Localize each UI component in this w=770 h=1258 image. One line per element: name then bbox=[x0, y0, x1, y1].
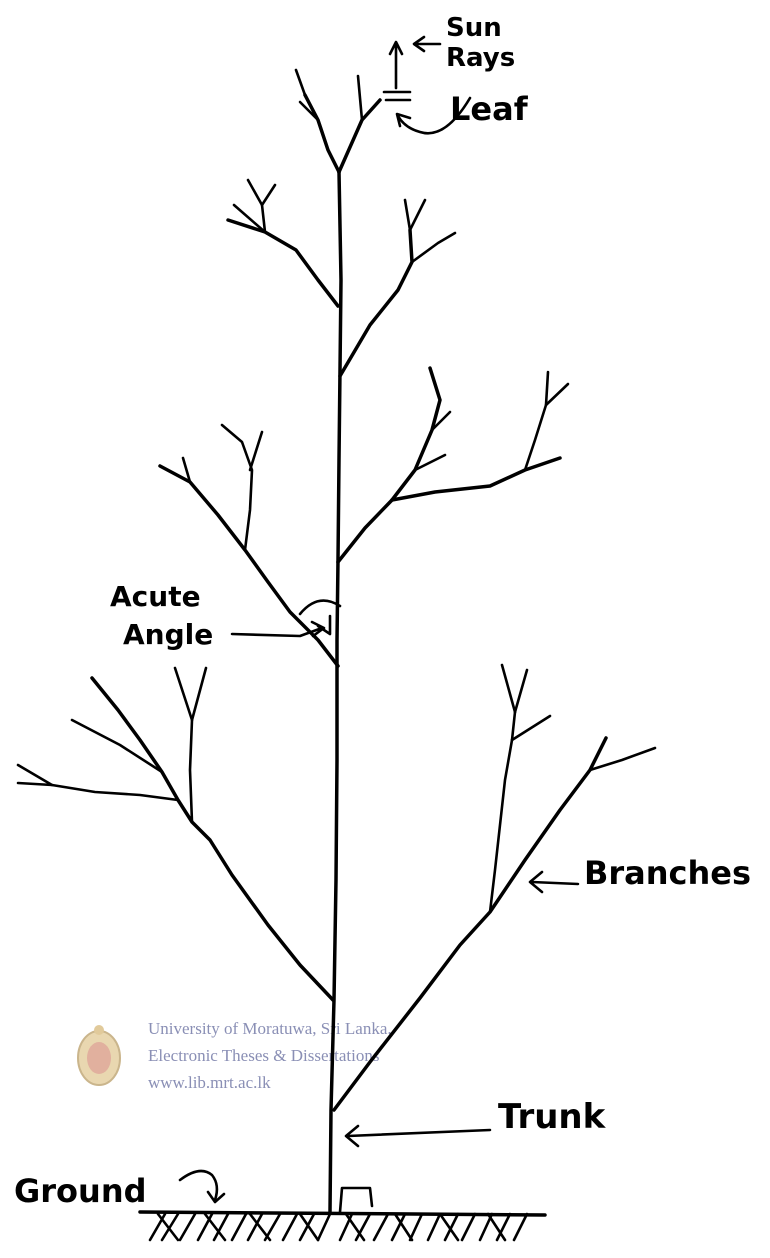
trunk-arrow-icon bbox=[346, 1126, 490, 1146]
watermark: University of Moratuwa, Sri Lanka. Elect… bbox=[78, 1019, 392, 1092]
sun-rays-label-line-1: Sun bbox=[446, 13, 502, 43]
sun-rays-arrow-icon bbox=[390, 42, 402, 88]
ground bbox=[140, 1188, 545, 1240]
lower-left-branches bbox=[18, 668, 333, 1000]
watermark-line-1: University of Moratuwa, Sri Lanka. bbox=[148, 1019, 392, 1038]
acute-angle-label-line-2: Angle bbox=[123, 618, 213, 651]
ground-arrow-icon bbox=[180, 1171, 224, 1202]
middle-branches bbox=[160, 368, 568, 666]
top-crown bbox=[296, 70, 380, 172]
branches-label: Branches bbox=[584, 854, 751, 892]
watermark-line-2: Electronic Theses & Dissertations bbox=[148, 1046, 380, 1065]
ground-label: Ground bbox=[14, 1172, 147, 1210]
leaf-label: Leaf bbox=[450, 90, 529, 128]
branches-arrow-icon bbox=[530, 872, 578, 892]
trunk-label: Trunk bbox=[498, 1097, 607, 1137]
watermark-line-3: www.lib.mrt.ac.lk bbox=[148, 1073, 271, 1092]
sun-rays-pointer-arrow-icon bbox=[414, 37, 440, 51]
acute-angle-label-line-1: Acute bbox=[110, 580, 201, 613]
university-seal-icon bbox=[78, 1025, 120, 1085]
sun-rays-label-line-2: Rays bbox=[446, 43, 515, 73]
